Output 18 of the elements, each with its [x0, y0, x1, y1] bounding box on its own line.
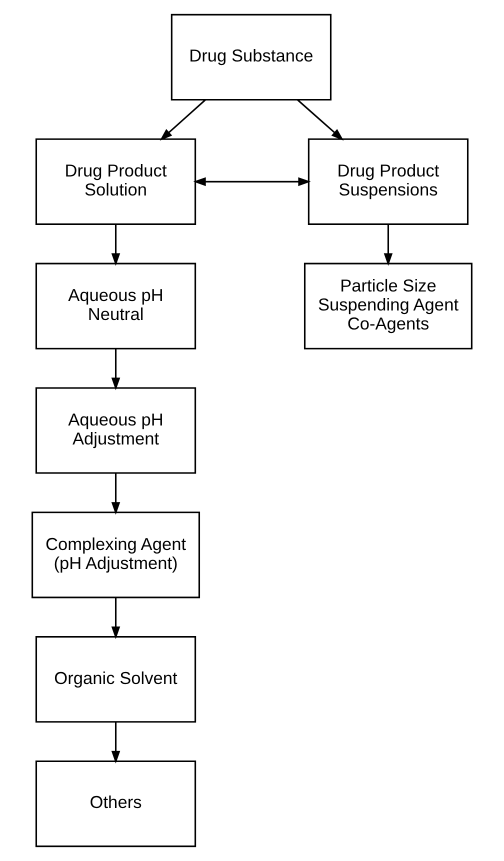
arrow — [111, 473, 120, 515]
node-box: Others — [35, 760, 196, 848]
node-box: Aqueous pH Adjustment — [35, 387, 196, 474]
arrow — [111, 348, 120, 390]
node-box: Drug Substance — [170, 14, 332, 101]
node-box: Particle Size Suspending Agent Co-Agents — [304, 262, 472, 350]
arrow — [384, 224, 393, 266]
arrow — [111, 224, 120, 266]
node-box: Organic Solvent — [35, 636, 196, 723]
node-box: Drug Product Solution — [35, 138, 196, 225]
node-box: Complexing Agent (pH Adjustment) — [32, 512, 200, 598]
node-box: Drug Product Suspensions — [308, 138, 469, 225]
arrow — [193, 177, 311, 186]
arrow — [111, 598, 120, 640]
arrow — [111, 722, 120, 764]
node-box: Aqueous pH Neutral — [35, 262, 196, 350]
arrow — [297, 99, 344, 141]
arrow — [160, 99, 206, 141]
